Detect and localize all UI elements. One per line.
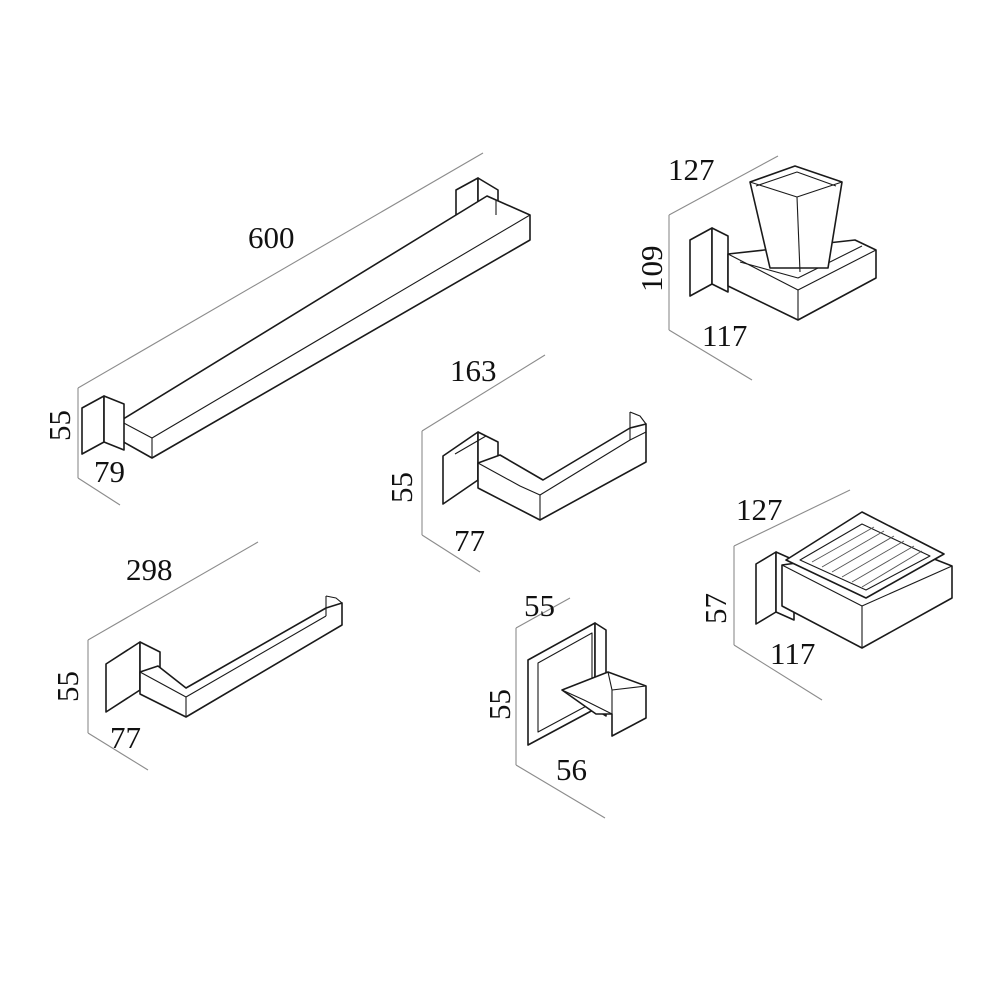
- tumbler-holder-group: 127 109 117: [634, 152, 877, 381]
- soap-dish-drawing: [755, 511, 953, 649]
- tumbler-holder-height-label: 109: [634, 246, 669, 293]
- tumbler-holder-width-label: 127: [668, 152, 715, 187]
- dimension-lines: [77, 152, 484, 506]
- soap-dish-depth-label: 117: [770, 636, 815, 671]
- towel-bar-height-label: 55: [42, 410, 77, 441]
- paper-holder-drawing: [442, 411, 647, 521]
- robe-hook-depth-label: 56: [556, 752, 587, 787]
- towel-bar-depth-label: 79: [94, 454, 125, 489]
- soap-dish-group: 127 57 117: [698, 489, 953, 701]
- robe-hook-height-label: 55: [482, 689, 517, 720]
- robe-hook-drawing: [527, 622, 647, 746]
- dimension-lines: [515, 597, 606, 819]
- tumbler-holder-drawing: [689, 165, 877, 321]
- towel-bar-drawing: [81, 177, 531, 459]
- robe-hook-width-label: 55: [524, 588, 555, 623]
- paper-holder-group: 163 55 77: [384, 353, 647, 573]
- dimension-lines: [668, 155, 779, 381]
- paper-holder-length-label: 163: [450, 353, 497, 388]
- towel-ring-bar-depth-label: 77: [110, 720, 141, 755]
- soap-dish-width-label: 127: [736, 492, 783, 527]
- paper-holder-height-label: 55: [384, 472, 419, 503]
- towel-ring-bar-group: 298 55 77: [50, 541, 343, 771]
- dimension-lines: [87, 541, 259, 771]
- soap-dish-height-label: 57: [698, 593, 733, 624]
- tumbler-holder-depth-label: 117: [702, 318, 747, 353]
- towel-ring-bar-length-label: 298: [126, 552, 173, 587]
- dimension-lines: [421, 354, 546, 573]
- towel-bar-group: 600 55 79: [42, 152, 531, 506]
- towel-ring-bar-height-label: 55: [50, 671, 85, 702]
- paper-holder-depth-label: 77: [454, 523, 485, 558]
- dimension-lines: [733, 489, 851, 701]
- robe-hook-group: 55 55 56: [482, 588, 647, 819]
- towel-ring-bar-drawing: [105, 595, 343, 718]
- towel-bar-length-label: 600: [248, 220, 295, 255]
